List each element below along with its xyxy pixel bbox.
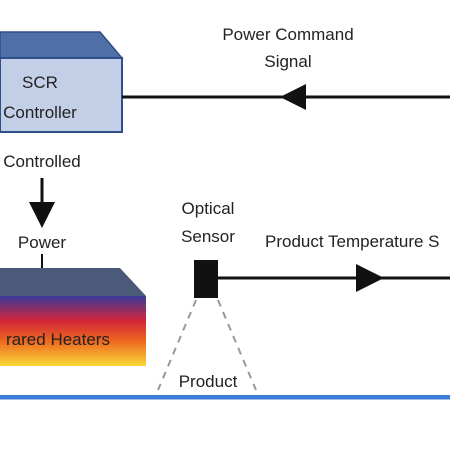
conveyor-line	[0, 395, 450, 399]
heater-label: rared Heaters	[6, 330, 110, 349]
controlled-power: Controlled Power	[3, 152, 81, 268]
infrared-heaters: rared Heaters	[0, 268, 146, 366]
power-command-label-line2: Signal	[264, 52, 311, 71]
conveyor	[0, 395, 450, 400]
product-temperature-label: Product Temperature S	[265, 232, 440, 251]
power-label: Power	[18, 233, 67, 252]
product-label: Product	[179, 372, 238, 391]
heater-top	[0, 268, 146, 296]
conveyor-shadow	[0, 399, 450, 400]
power-command-signal: Power Command Signal	[122, 25, 450, 110]
optical-sensor: Optical Sensor Product	[157, 199, 257, 391]
controller-face	[0, 57, 123, 133]
product-temperature-arrow-icon	[356, 264, 384, 292]
controller-label-line1: SCR	[22, 73, 58, 92]
optical-sensor-label-line1: Optical	[182, 199, 235, 218]
sensor-body	[194, 260, 218, 298]
controller-label-line2: Controller	[3, 103, 77, 122]
controlled-label: Controlled	[3, 152, 81, 171]
heater-face	[0, 296, 146, 366]
controlled-arrow-head-icon	[29, 202, 55, 228]
optical-sensor-label-line2: Sensor	[181, 227, 235, 246]
controller-top	[0, 31, 124, 59]
power-command-label-line1: Power Command	[222, 25, 353, 44]
sensor-cone-left	[157, 299, 197, 391]
power-command-arrow-icon	[280, 84, 306, 110]
sensor-cone-right	[217, 299, 257, 391]
scr-controller: SCR Controller	[0, 31, 124, 133]
product-temperature-signal: Product Temperature S	[218, 232, 450, 292]
